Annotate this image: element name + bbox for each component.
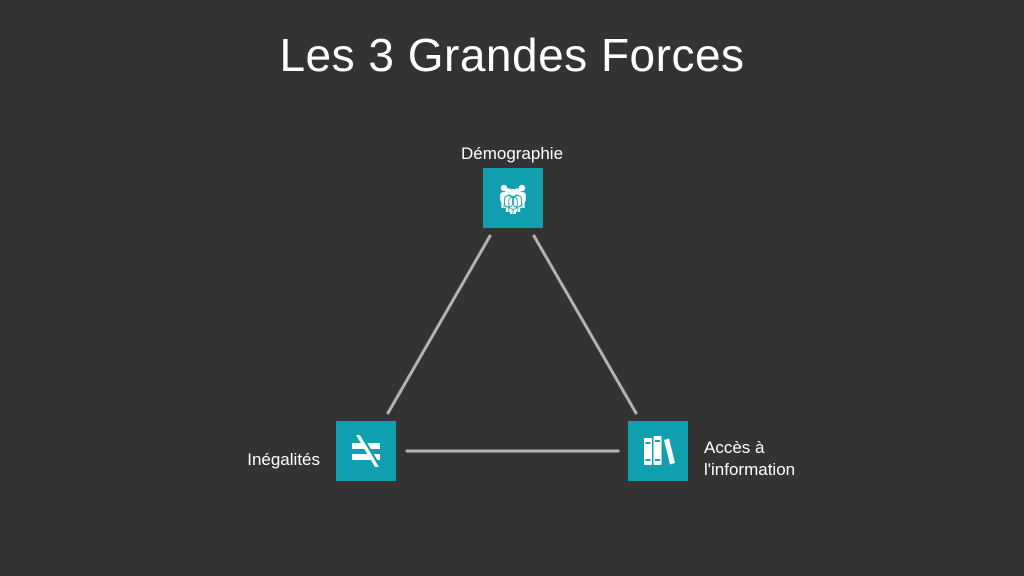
node-label-demographie: Démographie: [460, 144, 564, 163]
edge-demographie-acces: [532, 234, 638, 415]
node-acces: [628, 421, 688, 481]
slide-title: Les 3 Grandes Forces: [279, 29, 745, 81]
node-label-inegalites: Inégalités: [247, 450, 320, 469]
node-inegalites: [336, 421, 396, 481]
not-equal-icon: [352, 435, 382, 467]
node-demographie: [483, 168, 543, 228]
people-group-icon: [500, 184, 526, 214]
node-label-acces-line2: l'information: [704, 460, 796, 479]
node-label-acces: Accès à l'information: [704, 437, 864, 481]
books-icon: [644, 436, 675, 465]
node-label-acces-line1: Accès à: [704, 438, 765, 457]
edge-demographie-inegalites: [386, 234, 492, 415]
